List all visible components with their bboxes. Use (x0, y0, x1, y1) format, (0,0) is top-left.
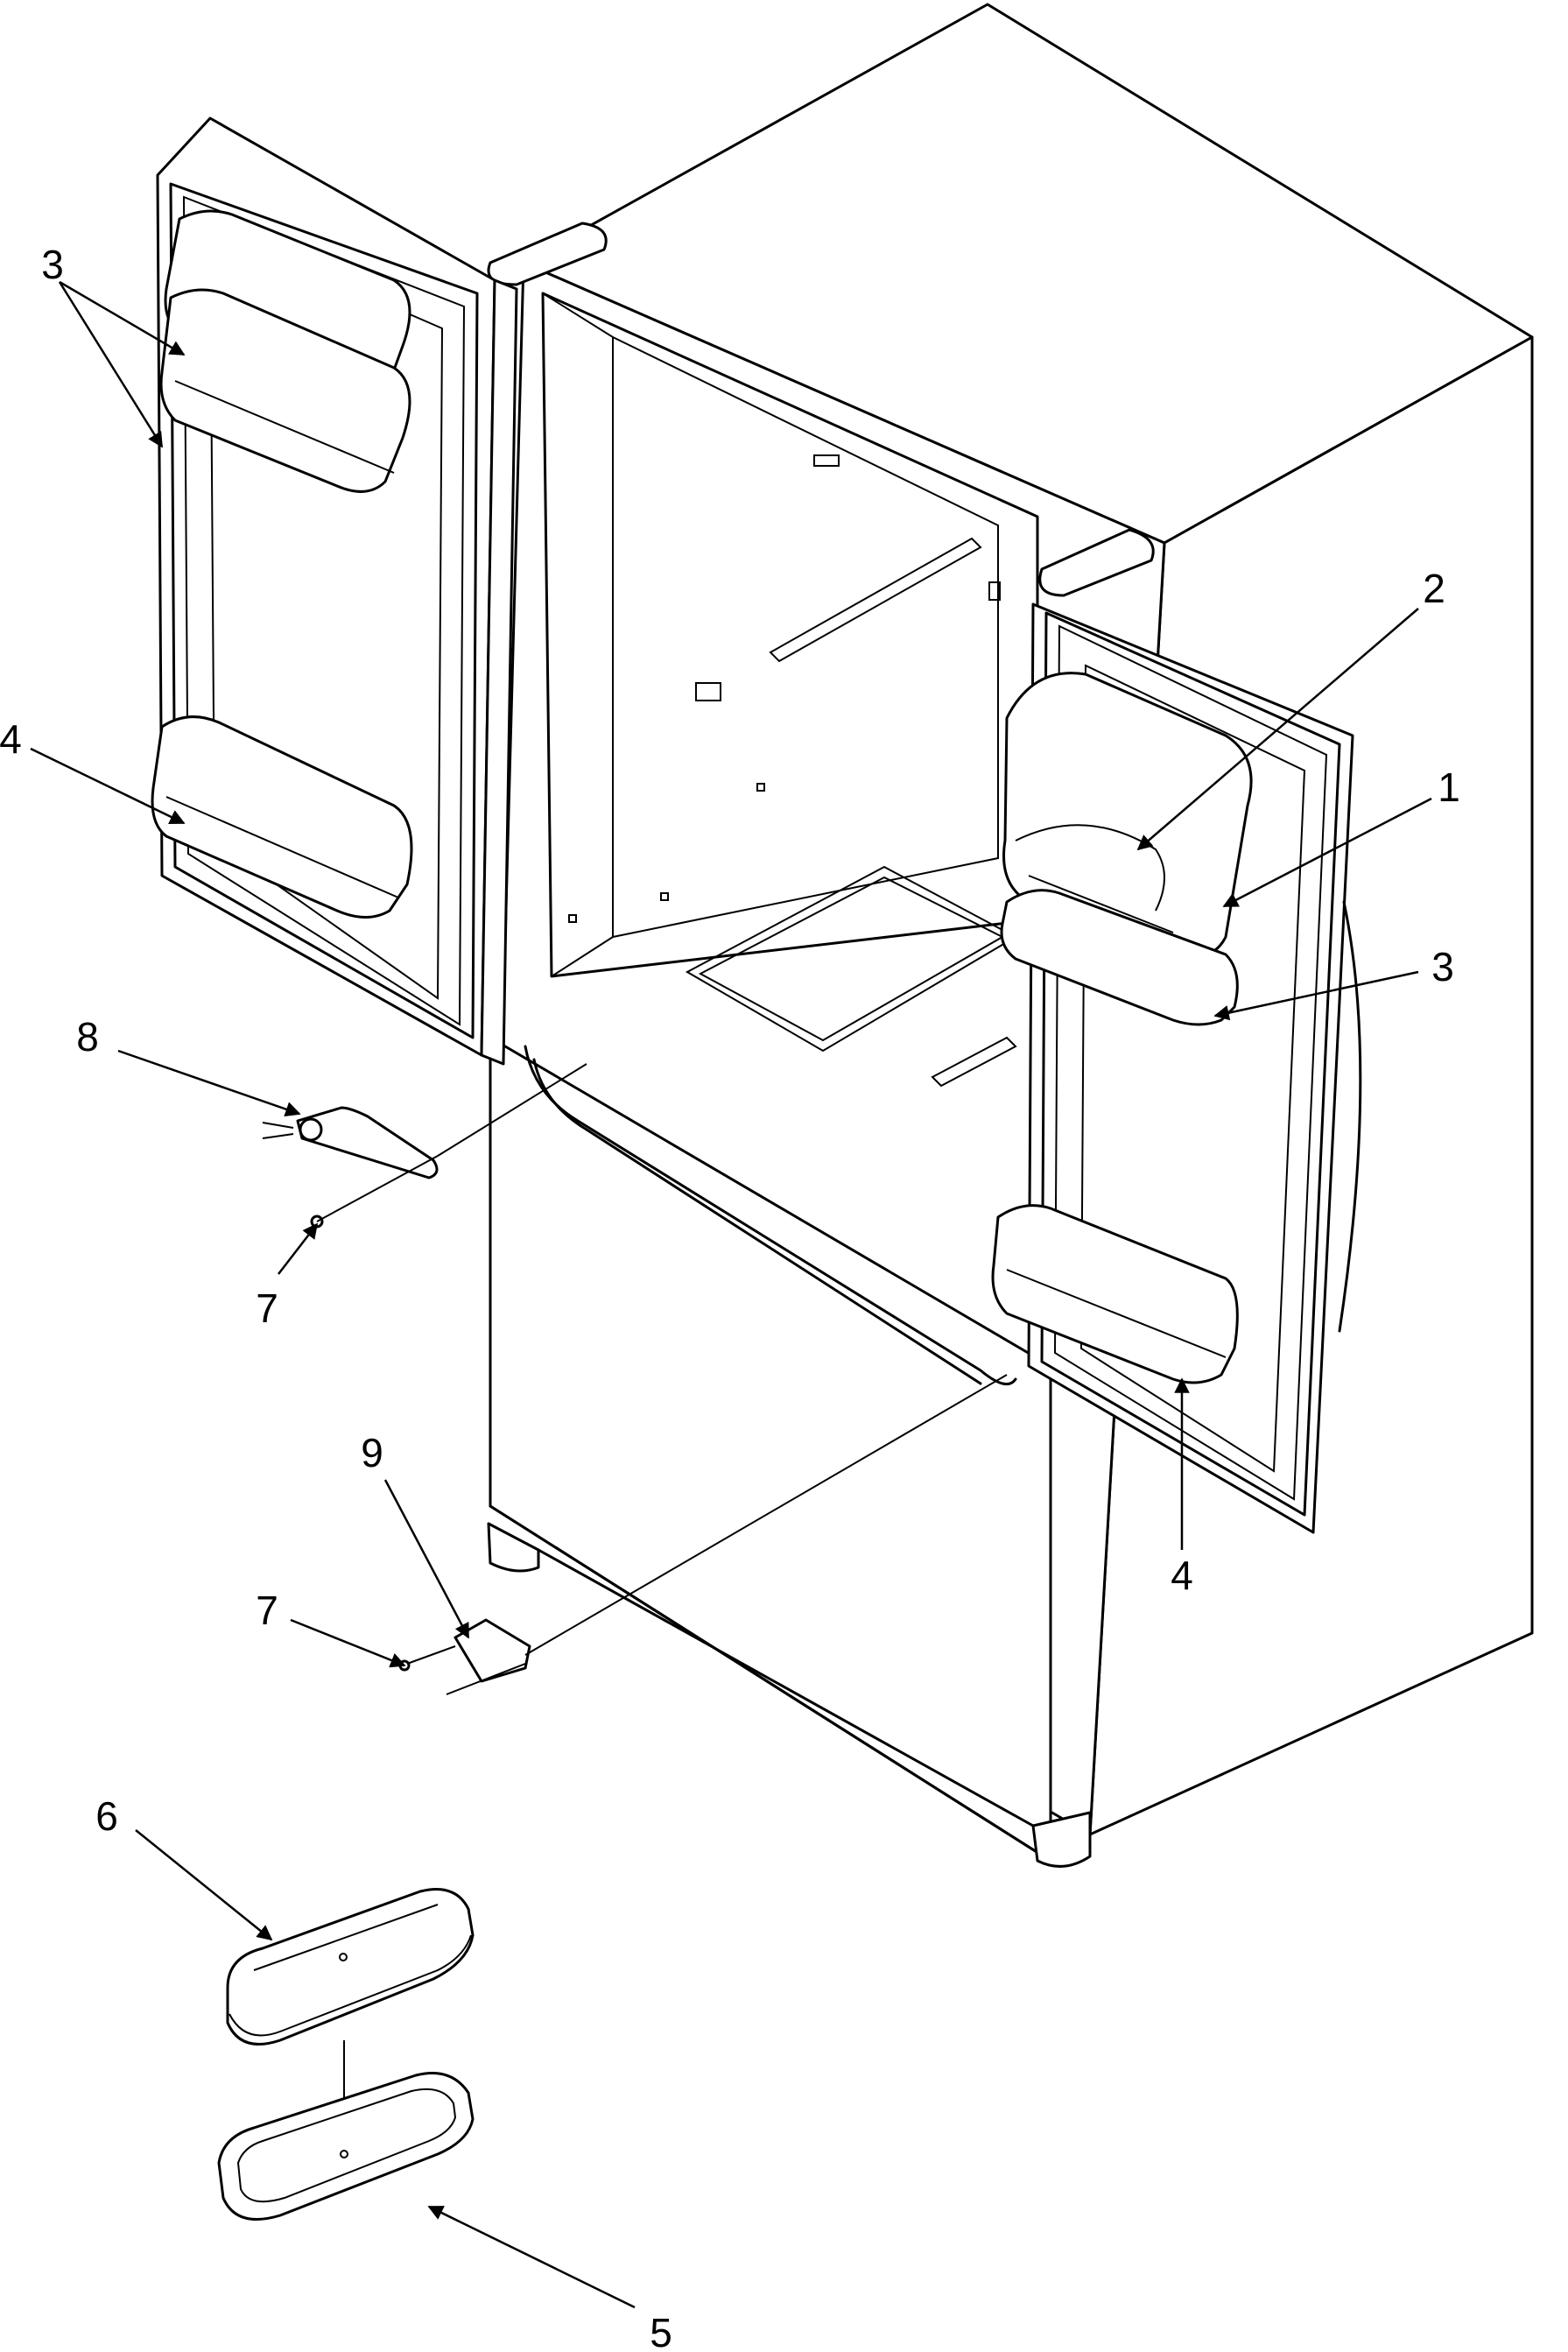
right-door (991, 602, 1362, 1534)
callout-2: 2 (1423, 566, 1445, 611)
leader-7b (290, 1618, 406, 1668)
callout-4-left: 4 (0, 716, 22, 762)
leader-4a (30, 747, 186, 825)
callout-8: 8 (76, 1014, 99, 1060)
callout-3-right: 3 (1431, 944, 1454, 989)
part-7-screw-upper (310, 1155, 439, 1229)
callout-3-left: 3 (41, 242, 64, 287)
callout-1: 1 (1438, 764, 1460, 810)
leader-5 (427, 2205, 636, 2309)
callout-leaders (30, 280, 1432, 2309)
callout-4-right: 4 (1171, 1553, 1193, 1598)
callout-5: 5 (650, 2310, 672, 2352)
leader-6 (135, 1829, 273, 1941)
part-9-lower-hinge (398, 1374, 1008, 1695)
right-door-bin-lower (991, 1204, 1239, 1384)
callout-7-lower: 7 (256, 1588, 278, 1633)
part-5-tray (217, 2072, 475, 2221)
left-door (151, 116, 518, 1066)
freezer-drawer (487, 1036, 1092, 1868)
left-door-bin-lower (151, 715, 413, 919)
leader-9 (383, 1479, 470, 1639)
right-door-bin-upper (1000, 889, 1239, 1026)
leader-2 (1136, 608, 1419, 851)
callout-6: 6 (95, 1793, 118, 1839)
leader-8 (117, 1049, 301, 1117)
leader-7a (278, 1222, 319, 1275)
left-door-bin-middle (159, 288, 411, 493)
leader-3b (1213, 970, 1419, 1021)
part-8-hinge-bracket (262, 1063, 587, 1180)
callout-labels: 3 4 8 7 9 7 6 5 2 1 3 4 (0, 242, 1460, 2352)
callout-7-upper: 7 (256, 1285, 278, 1331)
leader-1 (1222, 797, 1432, 908)
callout-9: 9 (361, 1430, 383, 1475)
leader-3a-upper (59, 280, 186, 356)
leader-3a-lower (58, 281, 164, 448)
